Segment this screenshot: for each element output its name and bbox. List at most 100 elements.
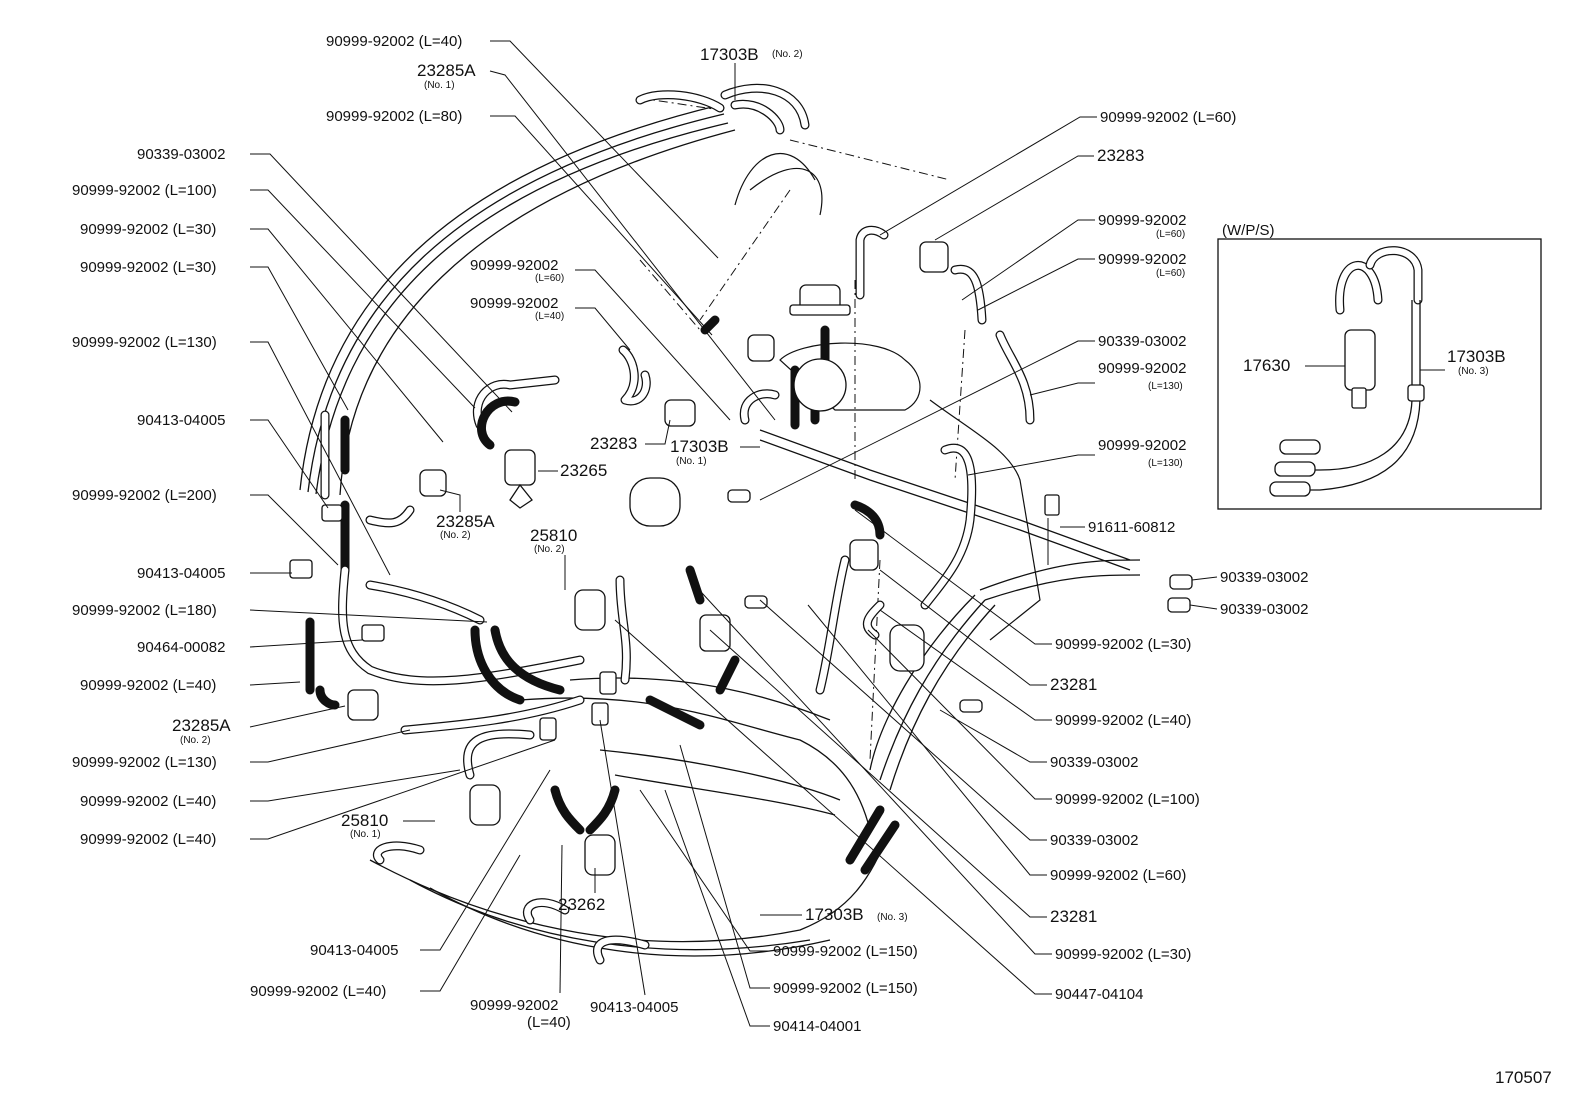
svg-text:(L=40): (L=40) — [535, 311, 564, 322]
svg-text:90999-92002 (L=40): 90999-92002 (L=40) — [326, 33, 462, 50]
svg-text:90413-04005: 90413-04005 — [590, 999, 678, 1016]
callout-c51: 90999-92002 (L=100) — [867, 629, 1200, 808]
callout-c20: 25810 (No. 1) — [341, 811, 435, 840]
svg-text:23281: 23281 — [1050, 675, 1097, 694]
svg-text:90999-92002: 90999-92002 — [1098, 212, 1186, 229]
svg-text:90999-92002 (L=40): 90999-92002 (L=40) — [250, 983, 386, 1000]
svg-text:(No. 3): (No. 3) — [1458, 366, 1489, 377]
callout-c44: 91611-60812 — [1047, 518, 1175, 565]
callout-c08: 90999-92002 (L=30) — [80, 259, 349, 411]
callout-c19: 90999-92002 (L=40) — [80, 739, 556, 848]
svg-text:23281: 23281 — [1050, 907, 1097, 926]
svg-text:90999-92002: 90999-92002 — [1098, 251, 1186, 268]
svg-text:17630: 17630 — [1243, 356, 1290, 375]
svg-text:90999-92002: 90999-92002 — [470, 257, 558, 274]
svg-text:91611-60812: 91611-60812 — [1088, 519, 1175, 536]
callout-c28: 17303B (No. 3) — [760, 905, 908, 924]
svg-text:90999-92002 (L=130): 90999-92002 (L=130) — [72, 334, 217, 351]
callout-c16: 23285A (No. 2) — [172, 705, 346, 746]
callout-c54: 23281 — [709, 629, 1097, 926]
svg-text:90999-92002: 90999-92002 — [1098, 360, 1186, 377]
svg-text:17303B: 17303B — [1447, 347, 1506, 366]
svg-text:(L=60): (L=60) — [535, 273, 564, 284]
callout-c35: 23285A (No. 2) — [436, 489, 495, 541]
svg-text:(No. 1): (No. 1) — [676, 456, 707, 467]
svg-text:17303B: 17303B — [805, 905, 864, 924]
svg-text:23285A: 23285A — [172, 716, 231, 735]
inset-title: (W/P/S) — [1222, 222, 1275, 239]
callout-c36: 25810 (No. 2) — [530, 526, 577, 590]
svg-text:(L=40): (L=40) — [527, 1014, 571, 1031]
callout-c04: 90999-92002 (L=80) — [326, 108, 713, 336]
svg-text:17303B: 17303B — [700, 45, 759, 64]
svg-text:90339-03002: 90339-03002 — [1050, 832, 1138, 849]
svg-text:90999-92002 (L=130): 90999-92002 (L=130) — [72, 754, 217, 771]
callout-c46: 90339-03002 — [1189, 601, 1308, 618]
callout-c18: 90999-92002 (L=40) — [80, 769, 461, 810]
svg-text:90999-92002 (L=40): 90999-92002 (L=40) — [1055, 712, 1191, 729]
svg-text:23283: 23283 — [1097, 146, 1144, 165]
svg-text:90999-92002 (L=30): 90999-92002 (L=30) — [1055, 636, 1191, 653]
callout-c47: 90999-92002 (L=30) — [854, 509, 1191, 653]
svg-text:90999-92002 (L=40): 90999-92002 (L=40) — [80, 831, 216, 848]
callout-c01: 90999-92002 (L=40) — [326, 33, 719, 259]
callout-c17: 90999-92002 (L=130) — [72, 729, 411, 771]
svg-text:23283: 23283 — [590, 434, 637, 453]
svg-text:23285A: 23285A — [436, 512, 495, 531]
callout-c03: 17303B (No. 2) — [700, 45, 803, 100]
callout-c14: 90464-00082 — [137, 639, 363, 656]
svg-text:90999-92002 (L=30): 90999-92002 (L=30) — [80, 221, 216, 238]
callout-c53: 90999-92002 (L=60) — [807, 604, 1186, 884]
callout-c57: 17630 — [1243, 356, 1345, 375]
svg-text:90999-92002: 90999-92002 — [470, 295, 558, 312]
svg-text:23262: 23262 — [558, 895, 605, 914]
svg-text:(L=130): (L=130) — [1148, 458, 1183, 469]
callout-c31: 90999-92002 (L=40) — [470, 295, 631, 351]
svg-text:90999-92002 (L=150): 90999-92002 (L=150) — [773, 943, 918, 960]
svg-text:90999-92002 (L=40): 90999-92002 (L=40) — [80, 677, 216, 694]
svg-text:23265: 23265 — [560, 461, 607, 480]
svg-text:90339-03002: 90339-03002 — [1050, 754, 1138, 771]
callout-c43: 90999-92002 (L=130) — [967, 437, 1186, 476]
svg-text:(L=60): (L=60) — [1156, 229, 1185, 240]
svg-text:(L=130): (L=130) — [1148, 381, 1183, 392]
svg-text:(No. 1): (No. 1) — [424, 80, 455, 91]
callout-c40: 90999-92002 (L=60) — [977, 251, 1186, 311]
callout-c32: 23283 — [590, 419, 671, 453]
svg-text:90464-00082: 90464-00082 — [137, 639, 225, 656]
callout-c13: 90999-92002 (L=180) — [72, 602, 488, 623]
callout-c05: 90339-03002 — [137, 146, 513, 413]
callout-c37: 90999-92002 (L=60) — [879, 109, 1236, 236]
callout-c41: 90339-03002 — [759, 333, 1186, 501]
svg-text:23285A: 23285A — [417, 61, 476, 80]
svg-text:25810: 25810 — [530, 526, 577, 545]
callout-c56: 90447-04104 — [614, 619, 1143, 1003]
callout-c12: 90413-04005 — [137, 565, 292, 582]
svg-text:90999-92002 (L=40): 90999-92002 (L=40) — [80, 793, 216, 810]
callout-c38: 23283 — [934, 146, 1144, 241]
callout-c49: 90999-92002 (L=40) — [879, 609, 1191, 729]
svg-text:90999-92002 (L=80): 90999-92002 (L=80) — [326, 108, 462, 125]
callout-c50: 90339-03002 — [939, 709, 1138, 771]
callout-c42: 90999-92002 (L=130) — [1029, 360, 1186, 396]
callout-c26: 90999-92002 (L=150) — [679, 744, 918, 997]
svg-text:(No. 2): (No. 2) — [772, 49, 803, 60]
callouts: 90999-92002 (L=40) 23285A (No. 1) 17303B… — [72, 33, 1506, 1035]
svg-text:90999-92002: 90999-92002 — [470, 997, 558, 1014]
svg-text:90999-92002 (L=150): 90999-92002 (L=150) — [773, 980, 918, 997]
svg-text:90339-03002: 90339-03002 — [1220, 601, 1308, 618]
svg-text:90999-92002: 90999-92002 — [1098, 437, 1186, 454]
callout-c39: 90999-92002 (L=60) — [961, 212, 1186, 301]
callout-c22: 90999-92002 (L=40) — [250, 854, 521, 1000]
callout-c24: 90413-04005 — [590, 719, 678, 1016]
callout-c45: 90339-03002 — [1191, 569, 1308, 586]
svg-text:(No. 2): (No. 2) — [534, 544, 565, 555]
svg-text:(L=60): (L=60) — [1156, 268, 1185, 279]
callout-c29: 23262 — [558, 868, 605, 914]
svg-text:90413-04005: 90413-04005 — [137, 412, 225, 429]
callout-c55: 90999-92002 (L=30) — [689, 579, 1191, 963]
svg-text:90447-04104: 90447-04104 — [1055, 986, 1143, 1003]
callout-c15: 90999-92002 (L=40) — [80, 677, 301, 694]
callout-c27: 90999-92002 (L=150) — [639, 789, 918, 960]
